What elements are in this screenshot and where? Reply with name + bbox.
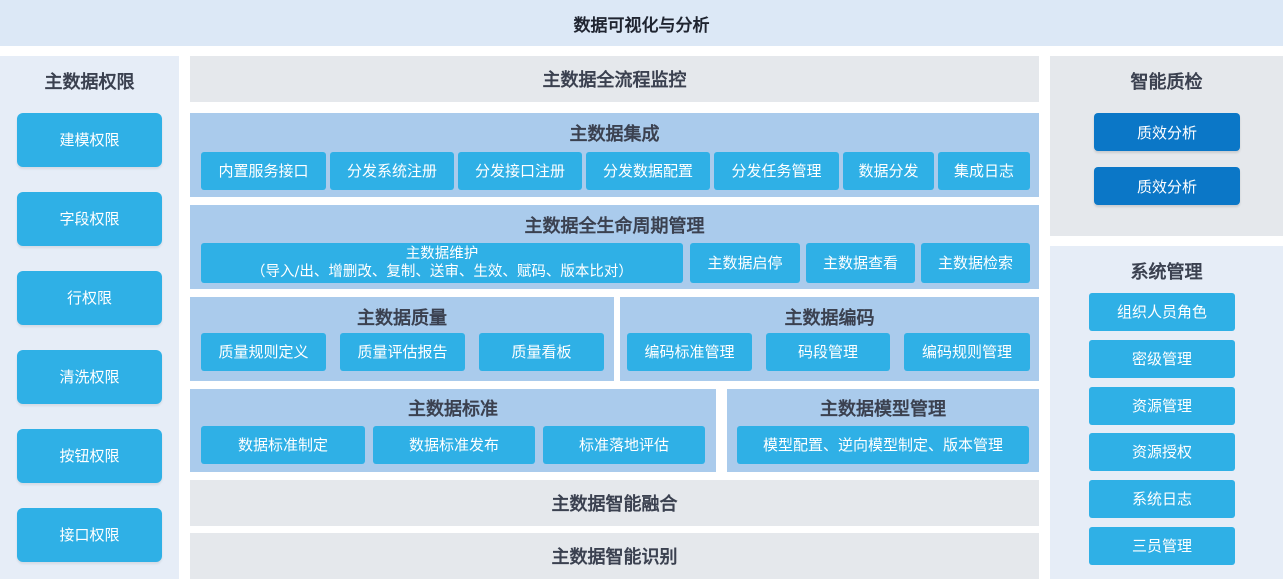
sysmgmt-item-three-admins[interactable]: 三员管理 [1089, 527, 1235, 565]
integration-item-data-config[interactable]: 分发数据配置 [586, 152, 710, 190]
integration-item-builtin-service[interactable]: 内置服务接口 [201, 152, 326, 190]
model-title: 主数据模型管理 [820, 399, 946, 420]
standard-item-formulate[interactable]: 数据标准制定 [201, 426, 365, 464]
maintain-line-2: （导入/出、增删改、复制、送审、生效、赋码、版本比对） [251, 264, 633, 280]
monitor-title: 主数据全流程监控 [542, 70, 687, 91]
quality-item-rule-define[interactable]: 质量规则定义 [201, 333, 326, 371]
top-header-bar: 数据可视化与分析 [0, 0, 1283, 46]
recognition-title: 主数据智能识别 [551, 547, 678, 568]
fusion-title: 主数据智能融合 [551, 494, 678, 515]
sysmgmt-item-resource[interactable]: 资源管理 [1089, 387, 1235, 425]
coding-title: 主数据编码 [784, 308, 875, 329]
qc-item-efficiency-1[interactable]: 质效分析 [1094, 113, 1240, 151]
quality-item-assess-report[interactable]: 质量评估报告 [340, 333, 465, 371]
qc-item-efficiency-2[interactable]: 质效分析 [1094, 167, 1240, 205]
sysmgmt-item-syslog[interactable]: 系统日志 [1089, 480, 1235, 518]
quality-title: 主数据质量 [357, 308, 447, 329]
sysmgmt-item-classification[interactable]: 密级管理 [1089, 340, 1235, 378]
maintain-line-1: 主数据维护 [405, 245, 479, 262]
page-title: 数据可视化与分析 [573, 15, 710, 36]
standard-title: 主数据标准 [408, 399, 498, 420]
permission-item-modeling[interactable]: 建模权限 [17, 113, 162, 167]
integration-item-distribution[interactable]: 数据分发 [843, 152, 934, 190]
standard-item-evaluate[interactable]: 标准落地评估 [543, 426, 705, 464]
model-item-config[interactable]: 模型配置、逆向模型制定、版本管理 [737, 426, 1029, 464]
coding-item-rule-mgmt[interactable]: 编码规则管理 [904, 333, 1030, 371]
qc-title: 智能质检 [1130, 72, 1203, 93]
coding-item-segment-mgmt[interactable]: 码段管理 [766, 333, 890, 371]
fusion-bar: 主数据智能融合 [190, 480, 1039, 526]
monitor-bar: 主数据全流程监控 [190, 56, 1039, 102]
integration-title: 主数据集成 [569, 124, 660, 145]
integration-item-log[interactable]: 集成日志 [938, 152, 1030, 190]
sysmgmt-item-org-role[interactable]: 组织人员角色 [1089, 293, 1235, 331]
permission-item-cleanse[interactable]: 清洗权限 [17, 350, 162, 404]
quality-item-dashboard[interactable]: 质量看板 [479, 333, 604, 371]
lifecycle-item-toggle[interactable]: 主数据启停 [690, 243, 800, 283]
lifecycle-item-search[interactable]: 主数据检索 [921, 243, 1030, 283]
permission-item-row[interactable]: 行权限 [17, 271, 162, 325]
permission-item-field[interactable]: 字段权限 [17, 192, 162, 246]
sysmgmt-panel: 系统管理 组织人员角色 密级管理 资源管理 资源授权 系统日志 三员管理 [1050, 246, 1283, 579]
coding-item-standard-mgmt[interactable]: 编码标准管理 [627, 333, 752, 371]
sysmgmt-item-authorization[interactable]: 资源授权 [1089, 433, 1235, 471]
permission-item-button[interactable]: 按钮权限 [17, 429, 162, 483]
integration-item-interface-register[interactable]: 分发接口注册 [458, 152, 582, 190]
lifecycle-item-maintain[interactable]: 主数据维护 （导入/出、增删改、复制、送审、生效、赋码、版本比对） [201, 243, 683, 283]
permissions-panel: 主数据权限 建模权限 字段权限 行权限 清洗权限 按钮权限 接口权限 [0, 56, 179, 579]
recognition-bar: 主数据智能识别 [190, 533, 1039, 579]
sysmgmt-title: 系统管理 [1130, 262, 1203, 283]
qc-panel: 智能质检 质效分析 质效分析 [1050, 56, 1283, 236]
permissions-title: 主数据权限 [44, 72, 135, 93]
permission-item-interface[interactable]: 接口权限 [17, 508, 162, 562]
lifecycle-item-view[interactable]: 主数据查看 [806, 243, 915, 283]
standard-item-publish[interactable]: 数据标准发布 [373, 426, 535, 464]
lifecycle-title: 主数据全生命周期管理 [524, 216, 705, 237]
integration-item-system-register[interactable]: 分发系统注册 [330, 152, 454, 190]
integration-item-task-mgmt[interactable]: 分发任务管理 [714, 152, 839, 190]
